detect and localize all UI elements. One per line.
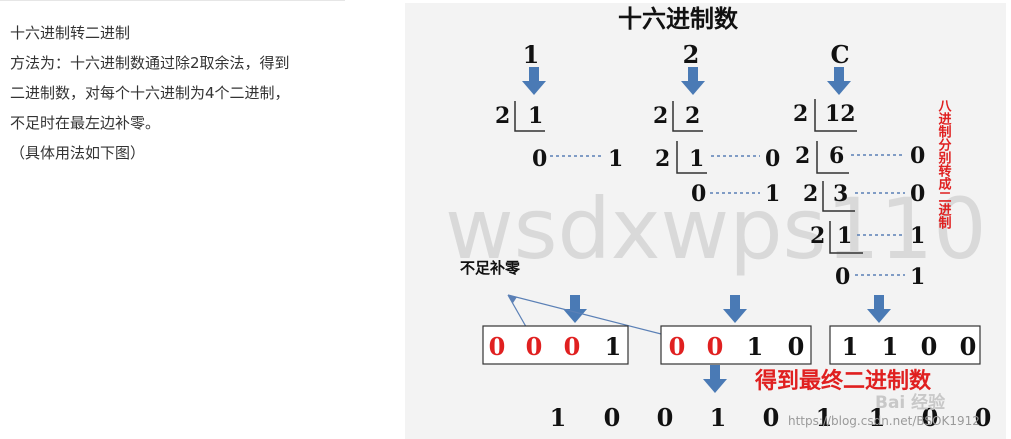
article-heading: 十六进制转二进制 <box>10 24 131 42</box>
side-label: 八进制分别转成二进制 <box>936 99 953 230</box>
svg-text:2: 2 <box>655 146 670 172</box>
svg-text:0: 0 <box>489 332 506 361</box>
svg-text:2: 2 <box>653 103 668 129</box>
group-box-3 <box>829 325 981 365</box>
svg-text:6: 6 <box>829 143 844 169</box>
svg-text:0: 0 <box>564 332 581 361</box>
svg-text:1: 1 <box>910 264 925 290</box>
pad-pointer-line <box>507 294 674 338</box>
svg-text:1: 1 <box>842 332 859 361</box>
svg-text:1: 1 <box>816 403 833 432</box>
method-line-2: 二进制数，对每个十六进制为4个二进制， <box>10 84 290 102</box>
svg-text:1: 1 <box>747 332 764 361</box>
remainder: 0 <box>765 146 780 172</box>
svg-text:0: 0 <box>763 403 780 432</box>
division-column-2: 2 2 2 1 0 0 1 <box>653 101 780 207</box>
svg-text:1: 1 <box>550 403 567 432</box>
svg-text:1: 1 <box>869 403 886 432</box>
svg-text:0: 0 <box>960 332 977 361</box>
hex-digit-3: C <box>830 40 849 69</box>
hex-digit-1: 1 <box>523 40 540 69</box>
svg-text:1: 1 <box>910 223 925 249</box>
watermark-text: wsdxwps110 <box>445 180 987 278</box>
top-divider <box>0 0 345 1</box>
svg-text:3: 3 <box>833 181 848 207</box>
svg-text:2: 2 <box>685 103 700 129</box>
baidu-logo: Bai 经验 <box>875 392 946 413</box>
hex-digit-2: 2 <box>683 40 700 69</box>
svg-text:2: 2 <box>795 143 810 169</box>
pointer-arrowhead-icon <box>508 295 517 303</box>
division-column-1: 2 1 0 1 <box>495 101 623 172</box>
note-text: （具体用法如下图） <box>10 144 146 162</box>
svg-text:0: 0 <box>975 403 992 432</box>
svg-text:0: 0 <box>788 332 805 361</box>
figure-title: 十六进制数 <box>618 4 739 33</box>
quotient: 1 <box>689 146 704 172</box>
group-digits: 0 0 0 1 0 0 1 0 1 1 0 0 <box>489 332 977 361</box>
svg-text:0: 0 <box>707 332 724 361</box>
group-box-1 <box>482 325 629 365</box>
dividend: 1 <box>528 103 543 129</box>
remainder: 1 <box>765 181 780 207</box>
divisor: 2 <box>495 103 510 129</box>
final-label: 得到最终二进制数 <box>754 368 932 394</box>
quotient: 0 <box>691 181 706 207</box>
svg-text:0: 0 <box>657 403 674 432</box>
article-text: 十六进制转二进制 方法为：十六进制数通过除2取余法，得到 二进制数，对每个十六进… <box>10 18 355 168</box>
group-box-2 <box>660 325 812 365</box>
svg-text:1: 1 <box>710 403 727 432</box>
svg-text:0: 0 <box>922 403 939 432</box>
svg-text:0: 0 <box>910 181 925 207</box>
method-line-1: 方法为：十六进制数通过除2取余法，得到 <box>10 54 290 72</box>
svg-text:2: 2 <box>793 101 808 127</box>
figure-background <box>405 3 1006 439</box>
final-bits: 1 0 0 1 0 1 1 0 0 <box>550 403 992 432</box>
svg-text:2: 2 <box>810 223 825 249</box>
svg-text:0: 0 <box>669 332 686 361</box>
division-column-3: 2 12 2 6 0 2 3 0 2 1 1 0 1 <box>793 99 925 290</box>
svg-text:1: 1 <box>882 332 899 361</box>
svg-text:2: 2 <box>803 181 818 207</box>
svg-text:12: 12 <box>825 101 856 127</box>
svg-text:1: 1 <box>837 223 852 249</box>
svg-text:0: 0 <box>604 403 621 432</box>
svg-text:1: 1 <box>605 332 622 361</box>
remainder: 1 <box>608 146 623 172</box>
svg-text:0: 0 <box>526 332 543 361</box>
method-line-3: 不足时在最左边补零。 <box>10 114 161 132</box>
svg-text:0: 0 <box>835 264 850 290</box>
url-watermark: https://blog.csdn.net/BSOK1912 <box>788 414 980 428</box>
svg-text:0: 0 <box>921 332 938 361</box>
conversion-figure: wsdxwps110 十六进制数 1 2 C 2 1 0 1 2 2 2 1 0… <box>405 3 1006 439</box>
quotient: 0 <box>532 146 547 172</box>
pad-zero-label: 不足补零 <box>460 259 521 277</box>
svg-text:0: 0 <box>910 143 925 169</box>
